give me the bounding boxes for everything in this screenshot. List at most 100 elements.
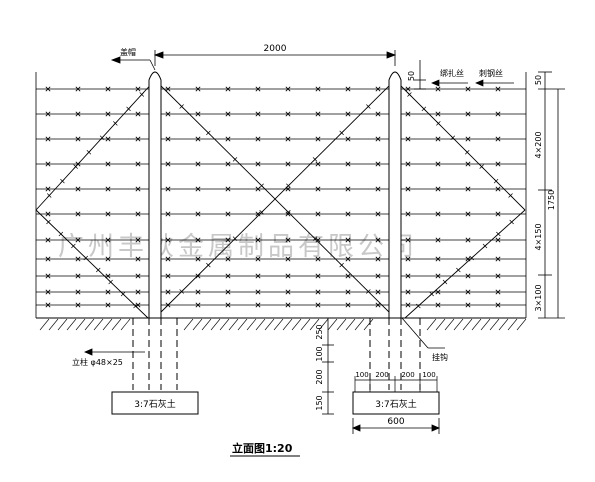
arrow-head bbox=[475, 79, 484, 87]
barb-mark bbox=[285, 289, 291, 295]
barb-mark bbox=[366, 289, 371, 294]
hatch-line bbox=[471, 318, 482, 331]
wire-label-leaders bbox=[431, 79, 514, 87]
barb-mark bbox=[45, 136, 51, 142]
post-spec-leader bbox=[83, 348, 145, 356]
barb-mark bbox=[255, 136, 261, 142]
barb-mark bbox=[495, 136, 501, 142]
barb-mark bbox=[509, 219, 514, 225]
hatch-line bbox=[48, 318, 59, 331]
footing-bottom-label: 100 bbox=[355, 371, 368, 379]
barb-mark bbox=[105, 86, 111, 92]
barb-mark bbox=[405, 302, 411, 308]
barb-mark bbox=[375, 211, 381, 217]
barb-mark bbox=[508, 193, 513, 198]
barb-mark bbox=[286, 183, 291, 189]
ground-hatching bbox=[39, 318, 527, 331]
barb-mark bbox=[315, 273, 321, 279]
barb-mark bbox=[435, 186, 441, 192]
barb-mark bbox=[46, 193, 52, 198]
brace-line bbox=[35, 209, 149, 319]
barb-mark bbox=[315, 86, 321, 92]
barb-mark bbox=[315, 302, 321, 308]
barb-mark bbox=[165, 136, 171, 142]
right-dim-label: 4×200 bbox=[534, 131, 543, 158]
leader-line bbox=[149, 59, 156, 71]
arrow-head bbox=[431, 79, 440, 87]
barb-mark bbox=[135, 86, 141, 92]
barb-mark bbox=[105, 161, 111, 167]
barb-mark bbox=[312, 157, 318, 162]
barb-mark bbox=[465, 237, 471, 243]
barb-mark bbox=[405, 237, 411, 243]
barb-mark bbox=[465, 289, 471, 295]
barb-mark bbox=[105, 136, 111, 142]
barb-mark bbox=[165, 86, 171, 92]
barb-mark bbox=[45, 211, 51, 217]
barb-mark bbox=[405, 256, 411, 262]
barb-mark bbox=[45, 86, 51, 92]
buried-post-lines bbox=[132, 318, 421, 390]
barb-mark bbox=[259, 183, 264, 189]
hatch-line bbox=[480, 318, 491, 331]
footing-dim-label: 200 bbox=[315, 369, 324, 384]
barb-mark bbox=[179, 289, 184, 294]
barb-mark bbox=[315, 161, 321, 167]
barb-mark bbox=[339, 262, 344, 268]
barb-mark bbox=[75, 256, 81, 262]
barb-mark bbox=[496, 231, 501, 237]
barb-mark bbox=[495, 256, 501, 262]
post-right bbox=[388, 71, 402, 318]
barbed-wire-label: 刺钢丝 bbox=[479, 68, 503, 78]
barb-mark bbox=[135, 273, 141, 279]
hatch-line bbox=[291, 318, 302, 331]
hatch-line bbox=[237, 318, 248, 331]
barb-mark bbox=[165, 186, 171, 192]
hatch-line bbox=[435, 318, 446, 331]
barb-mark bbox=[435, 256, 441, 262]
hatch-line bbox=[255, 318, 266, 331]
barb-mark bbox=[45, 186, 51, 192]
barb-mark bbox=[375, 86, 381, 92]
hook-label: 挂钩 bbox=[432, 352, 448, 362]
barb-mark bbox=[345, 256, 351, 262]
barb-mark bbox=[225, 302, 231, 308]
barb-mark bbox=[133, 303, 138, 309]
barb-mark bbox=[429, 291, 434, 297]
brace-barb-marks bbox=[46, 92, 514, 309]
arrow-head bbox=[386, 51, 397, 59]
hatch-line bbox=[66, 318, 77, 331]
barb-mark bbox=[135, 111, 141, 117]
barb-mark bbox=[195, 289, 201, 295]
barb-mark bbox=[255, 273, 261, 279]
barb-mark bbox=[345, 211, 351, 217]
hatch-line bbox=[183, 318, 194, 331]
hatch-line bbox=[444, 318, 455, 331]
barb-mark bbox=[86, 149, 92, 155]
footing-bottom-label: 100 bbox=[422, 371, 435, 379]
barb-mark bbox=[135, 211, 141, 217]
barb-mark bbox=[465, 161, 471, 167]
post-body bbox=[388, 71, 402, 318]
barb-mark bbox=[315, 136, 321, 142]
span-dimension bbox=[153, 50, 397, 66]
tie-wire-label: 绑扎丝 bbox=[440, 68, 464, 78]
hatch-line bbox=[489, 318, 500, 331]
barb-mark bbox=[225, 273, 231, 279]
barb-mark bbox=[165, 111, 171, 117]
barb-mark bbox=[105, 256, 111, 262]
barb-mark bbox=[416, 303, 421, 309]
barb-mark bbox=[45, 161, 51, 167]
barb-mark bbox=[255, 111, 261, 117]
barb-mark bbox=[75, 211, 81, 217]
barb-mark bbox=[436, 121, 441, 126]
barb-mark bbox=[375, 111, 381, 117]
barb-mark bbox=[479, 164, 484, 169]
barb-mark bbox=[45, 111, 51, 117]
barb-mark bbox=[465, 256, 471, 262]
barb-mark bbox=[405, 186, 411, 192]
footing-dimension-lines bbox=[322, 317, 334, 415]
barb-mark bbox=[165, 273, 171, 279]
barb-mark bbox=[232, 236, 238, 241]
barb-mark bbox=[165, 237, 171, 243]
